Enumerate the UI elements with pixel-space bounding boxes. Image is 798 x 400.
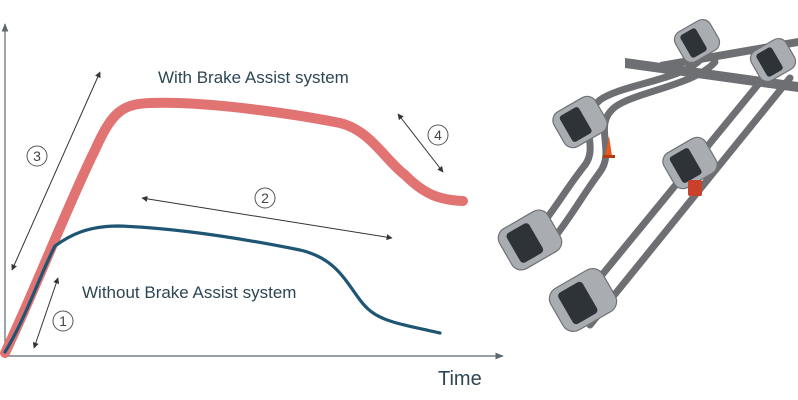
arrow-2 [141,195,393,241]
svg-text:1: 1 [59,313,67,329]
obstacle-icon [688,180,702,196]
with-brake-assist-label: With Brake Assist system [158,68,349,87]
cars-illustration [497,18,798,332]
car [497,209,563,271]
traffic-cone-icon [603,136,615,158]
graph: Time With Brake Assist system Without Br… [0,23,504,390]
x-axis-label: Time [438,368,482,390]
car [673,18,721,64]
svg-text:4: 4 [434,127,442,143]
arrow-1 [32,277,60,349]
marker-2: 2 [254,187,276,209]
swerve-track-right [544,58,719,250]
car [749,37,797,83]
marker-4: 4 [427,124,449,146]
car [552,95,608,149]
with-brake-assist-curve [0,97,468,358]
arrow-3 [11,71,101,271]
arrow-4 [397,113,444,173]
without-brake-assist-label: Without Brake Assist system [82,283,296,302]
svg-text:2: 2 [261,190,269,206]
marker-3: 3 [26,145,48,167]
car [548,268,618,332]
svg-text:3: 3 [33,148,41,164]
car [662,136,718,190]
straight-track-right [586,74,794,329]
marker-1: 1 [52,310,74,332]
